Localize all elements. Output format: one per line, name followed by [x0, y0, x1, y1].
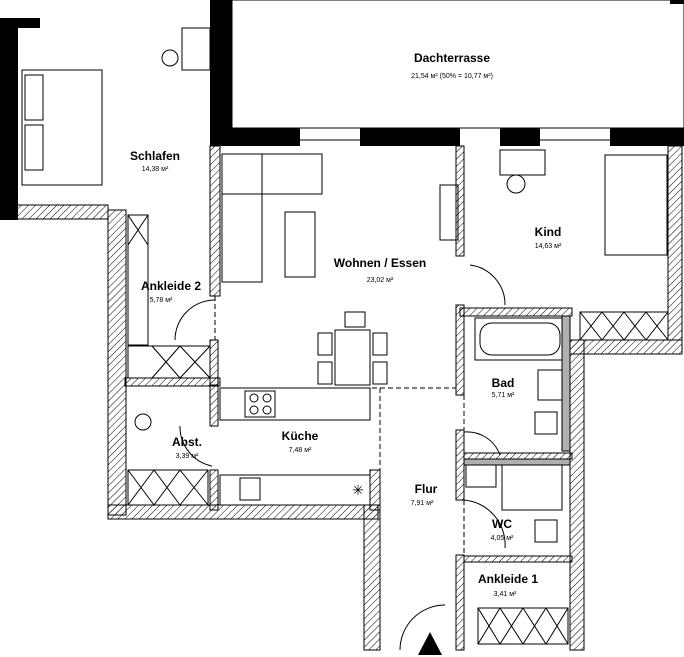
kitchen-counter: [219, 387, 371, 421]
dachterrasse: Dachterrasse 21,54 м² (50% = 10,77 м²): [231, 0, 684, 141]
room-area-dachterrasse: 21,54 м² (50% = 10,77 м²): [411, 73, 493, 80]
room-name-ankleide2: Ankleide 2: [141, 279, 201, 293]
fridge-icon: ✳: [352, 482, 364, 498]
room-name-bad: Bad: [492, 376, 515, 390]
room-name-wohnen: Wohnen / Essen: [334, 256, 426, 270]
room-area-ankleide2: 5,78 м²: [150, 297, 173, 304]
double-bed: [21, 69, 103, 186]
room-name-kind: Kind: [535, 225, 562, 239]
chair: [161, 49, 179, 67]
desk: [181, 27, 211, 71]
room-name-ankleide1: Ankleide 1: [478, 572, 538, 586]
washer-icon: [134, 413, 152, 431]
room-area-kueche: 7,48 м²: [289, 447, 312, 454]
single-bed: [604, 154, 668, 256]
interior-walls: [124, 145, 573, 651]
stove: [244, 390, 276, 418]
sofa: [221, 153, 323, 195]
entrance-arrow-icon: [418, 632, 442, 655]
kid-desk: [499, 149, 546, 176]
room-area-kind: 14,63 м²: [535, 243, 562, 250]
shower: [501, 464, 563, 511]
dining-table: [334, 329, 371, 386]
room-labels: Schlafen 14,38 м² Wohnen / Essen 23,02 м…: [130, 149, 562, 598]
kitchen-sink: [239, 477, 261, 501]
room-name-wc: WC: [492, 517, 512, 531]
coffee-table: [284, 211, 316, 278]
room-name-kueche: Küche: [282, 429, 319, 443]
room-area-abst: 3,39 м²: [176, 453, 199, 460]
room-area-flur: 7,91 м²: [411, 500, 434, 507]
room-name-schlafen: Schlafen: [130, 149, 180, 163]
bath-sink: [537, 369, 563, 401]
bath-toilet: [534, 411, 558, 435]
bathtub: [474, 317, 566, 361]
furniture: ✳: [21, 27, 669, 655]
room-area-bad: 5,71 м²: [492, 392, 515, 399]
kid-cabinet: [579, 311, 669, 341]
wc-sink: [465, 464, 497, 488]
room-name-dachterrasse: Dachterrasse: [414, 51, 490, 65]
room-area-ankleide1: 3,41 м²: [494, 591, 517, 598]
wc-toilet: [534, 519, 558, 543]
room-name-flur: Flur: [415, 482, 438, 496]
cabinet: [127, 469, 209, 506]
room-area-schlafen: 14,38 м²: [142, 166, 169, 173]
room-area-wc: 4,05 м²: [491, 535, 514, 542]
room-name-abst: Abst.: [172, 435, 202, 449]
room-area-wohnen: 23,02 м²: [367, 277, 394, 284]
wardrobe: [439, 184, 459, 241]
